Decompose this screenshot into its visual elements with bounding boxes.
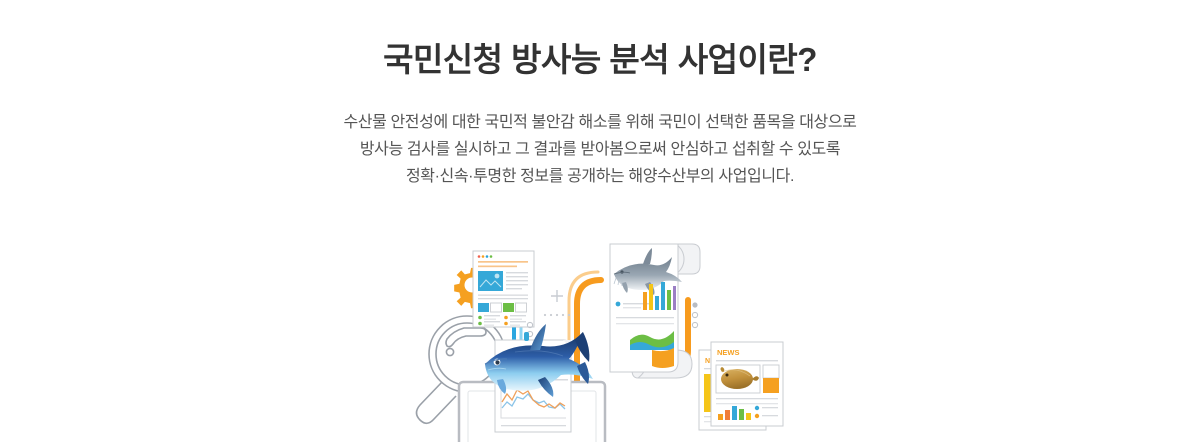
news-card-label: NEWS: [717, 348, 740, 357]
page-description-line-3: 정확·신속·투명한 정보를 공개하는 해양수산부의 사업입니다.: [405, 168, 795, 185]
report-document: [472, 250, 535, 328]
scroll-report-shark: [609, 243, 701, 379]
page-title: 국민신청 방사능 분석 사업이란?: [383, 41, 817, 78]
orange-pipe-left: [567, 270, 604, 407]
page-description: 수산물 안전성에 대한 국민적 불안감 해소를 위해 국민이 선택한 품목을 대…: [0, 82, 1200, 190]
page-description-line-1: 수산물 안전성에 대한 국민적 불안감 해소를 위해 국민이 선택한 품목을 대…: [343, 114, 857, 131]
intro-block: 국민신청 방사능 분석 사업이란? 수산물 안전성에 대한 국민적 불안감 해소…: [0, 0, 1200, 190]
scroll-bar-chart: [643, 282, 676, 310]
tuna-fish: [484, 324, 593, 397]
monitor-line-chart: [500, 389, 566, 419]
news-bar-chart: [718, 406, 751, 420]
monitor-tuna: [457, 324, 607, 442]
news-card-front: NEWS: [710, 341, 784, 427]
concept-illustration: NEWS NEWS: [400, 222, 800, 442]
news-cards-flounder: NEWS NEWS: [698, 341, 784, 431]
flounder-fish: [720, 367, 759, 389]
scroll-area-chart: [630, 331, 674, 368]
page-description-line-2: 방사능 검사를 실시하고 그 결과를 받아봄으로써 안심하고 섭취할 수 있도록: [359, 141, 841, 158]
illustration-svg: NEWS NEWS: [415, 243, 784, 442]
